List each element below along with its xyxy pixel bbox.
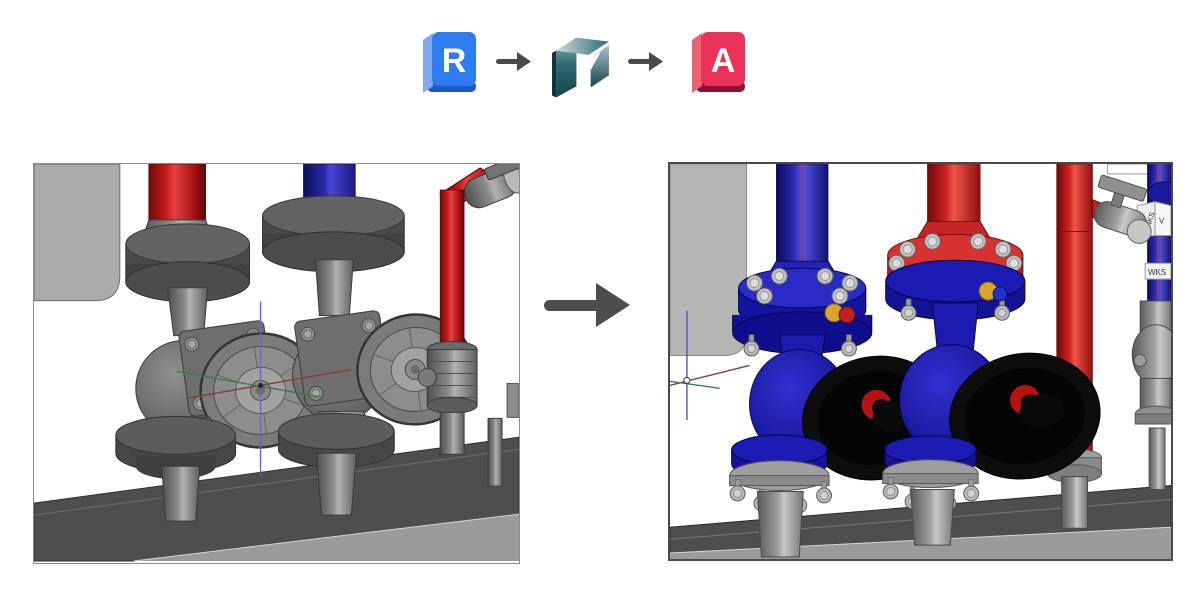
flange-disk xyxy=(125,223,251,265)
pipe-stub xyxy=(756,491,804,558)
left-base-plinth xyxy=(34,436,519,562)
revit-letter: R xyxy=(442,42,467,80)
transition-arrow xyxy=(542,281,632,334)
revit-icon-spine xyxy=(423,33,433,93)
autocad-model-view: LINKS V WKS xyxy=(668,162,1173,561)
arrow-right-icon xyxy=(496,52,531,71)
gray-ball-valve-right xyxy=(1131,300,1171,491)
navisworks-left-edge xyxy=(552,50,557,98)
origin-axis-gizmo xyxy=(176,301,352,476)
revit-app-icon: R xyxy=(418,31,478,93)
black-handwheel xyxy=(949,352,1101,480)
pipe-stub xyxy=(1061,476,1088,529)
gate-valve-1 xyxy=(115,164,322,522)
navisworks-top-face xyxy=(556,37,609,55)
navisworks-right-slab xyxy=(590,44,609,88)
autocad-icon-face xyxy=(701,32,745,86)
branch-pipe-assembly xyxy=(417,164,519,487)
ceiling-notch xyxy=(1106,164,1171,175)
navisworks-icon-graphic xyxy=(552,37,609,98)
ucs-axis-gizmo xyxy=(670,310,750,421)
pipe-tag-vor: V xyxy=(1159,217,1165,226)
bottom-flange xyxy=(115,415,237,455)
revit-icon-face xyxy=(432,32,476,86)
revit-icon-graphic: R xyxy=(423,32,476,93)
support-post xyxy=(487,417,503,487)
autocad-letter: A xyxy=(711,42,736,80)
workflow-arrow-2 xyxy=(628,51,664,71)
bottom-flange xyxy=(277,412,395,450)
arrow-right-icon xyxy=(544,283,630,327)
red-riser-pipe xyxy=(148,164,206,223)
pipe-stub xyxy=(910,489,955,546)
red-drop-pipe xyxy=(439,189,465,348)
pipe-tag-wks-box: WKS xyxy=(1144,262,1171,280)
pipe-stub xyxy=(439,411,465,455)
pipe-stub xyxy=(161,465,201,522)
left-equipment-panel xyxy=(34,164,121,302)
drain-valve xyxy=(824,303,856,324)
flange-disk xyxy=(262,195,405,237)
labeled-blue-pipe: LINKS V WKS xyxy=(1131,164,1171,491)
butterfly-valve-2 xyxy=(882,164,1101,546)
threaded-valve xyxy=(417,341,478,414)
bottom-flange xyxy=(731,434,828,466)
autocad-icon-spine xyxy=(692,33,702,93)
pipe-tag-wks: WKS xyxy=(1148,268,1166,277)
valve-handle xyxy=(484,164,519,181)
edge-fitting xyxy=(506,382,519,418)
workflow-arrow-1 xyxy=(496,51,532,71)
revit-model-view xyxy=(33,163,520,564)
pipe-stub xyxy=(315,452,357,516)
navisworks-app-icon xyxy=(550,28,613,98)
drain-valve xyxy=(978,281,1008,302)
valve-handle xyxy=(1097,174,1148,209)
valve-neck xyxy=(314,259,354,317)
autocad-app-icon: A xyxy=(687,31,747,93)
arrow-right-icon xyxy=(628,52,663,71)
red-riser-pipe xyxy=(927,164,981,226)
ball-valve xyxy=(463,164,519,209)
navy-riser-pipe xyxy=(303,164,356,200)
